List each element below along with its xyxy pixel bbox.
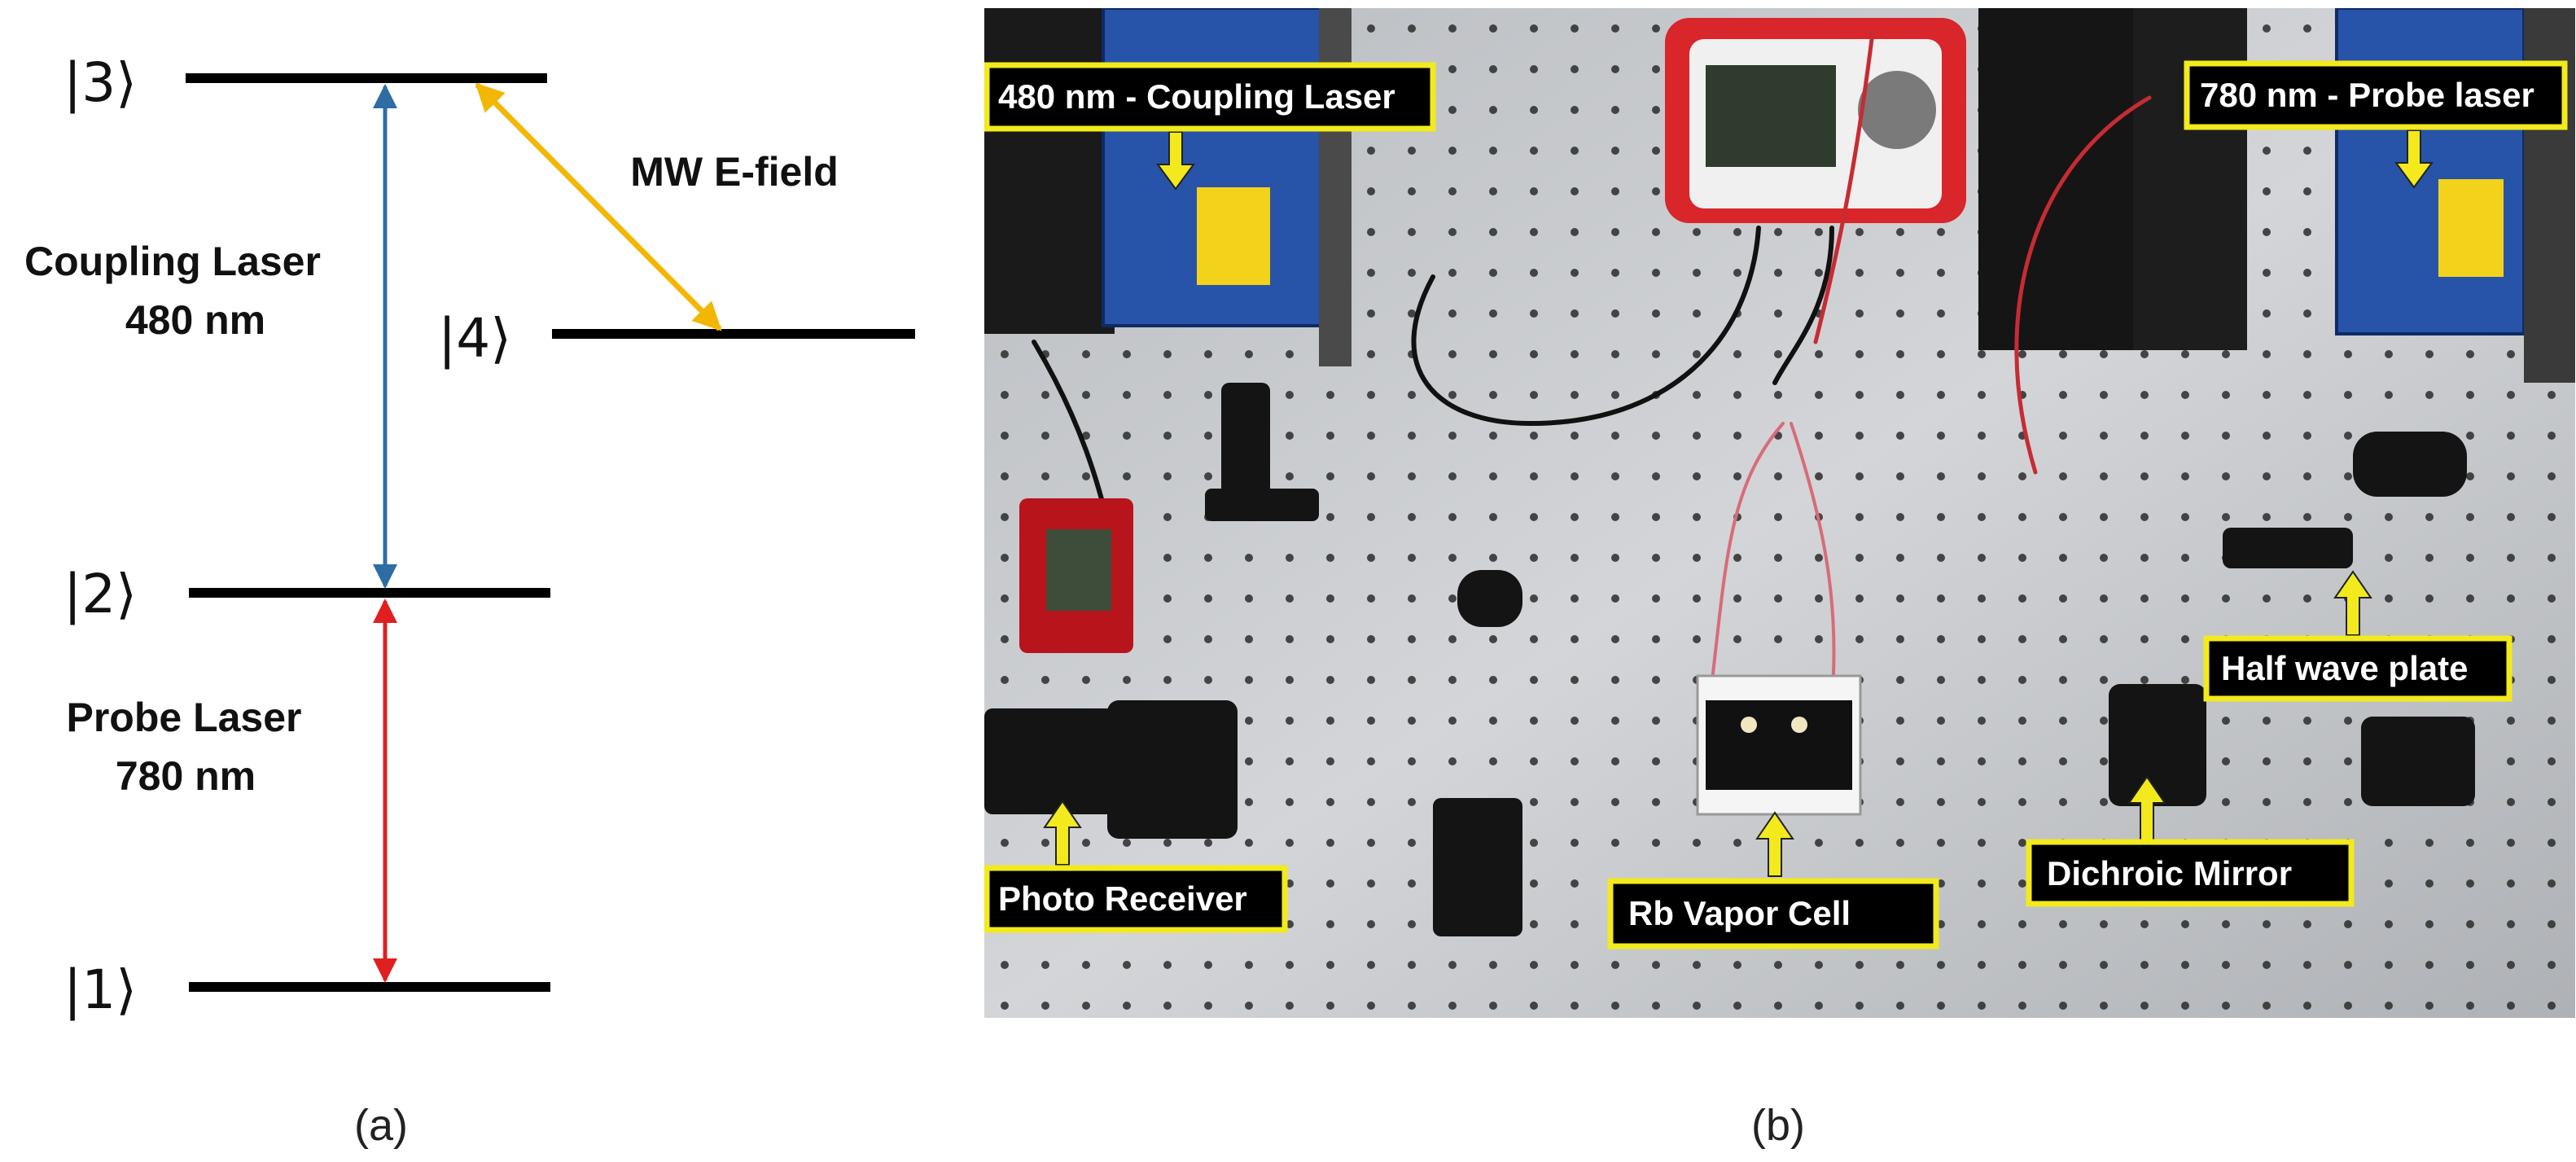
arrow-coupling-laser	[1156, 131, 1195, 191]
level-3-label: |3⟩	[64, 51, 137, 114]
callout-dichroic-mirror: Dichroic Mirror	[2026, 839, 2355, 907]
callout-probe-laser-text: 780 nm - Probe laser	[2200, 76, 2534, 114]
level-1-label: |1⟩	[64, 958, 137, 1021]
arrow-probe-laser	[2394, 129, 2434, 189]
callout-photo-receiver-text: Photo Receiver	[998, 879, 1247, 918]
callout-probe-laser: 780 nm - Probe laser	[2184, 60, 2568, 130]
arrow-dichroic-mirror	[2127, 775, 2166, 841]
arrow-vapor-cell	[1755, 811, 1794, 877]
caption-a: (a)	[354, 1101, 408, 1150]
callout-vapor-cell-text: Rb Vapor Cell	[1628, 894, 1851, 932]
mw-field-arrow	[475, 82, 722, 331]
coupling-laser-head	[984, 8, 1352, 366]
callout-half-wave-plate-text: Half wave plate	[2221, 649, 2468, 687]
coupling-wavelength-label: 480 nm	[125, 297, 265, 343]
callout-half-wave-plate: Half wave plate	[2203, 635, 2512, 702]
probe-wavelength-label: 780 nm	[116, 753, 256, 799]
callout-coupling-laser-text: 480 nm - Coupling Laser	[998, 77, 1395, 116]
arrow-half-wave-plate	[2333, 570, 2372, 636]
vapor-cell-assembly	[1696, 674, 1862, 816]
arrow-photo-receiver	[1043, 800, 1082, 866]
mw-field-label: MW E-field	[630, 149, 839, 195]
level-4-label: |4⟩	[438, 307, 511, 370]
callout-arrows	[1043, 129, 2434, 877]
lab-setup-photo: 480 nm - Coupling Laser 780 nm - Probe l…	[984, 8, 2575, 1150]
handheld-controller	[1665, 18, 1966, 223]
probe-laser-label: Probe Laser	[66, 695, 301, 740]
callout-dichroic-mirror-text: Dichroic Mirror	[2047, 854, 2292, 892]
coupling-laser-label: Coupling Laser	[24, 239, 321, 284]
level-2-label: |2⟩	[64, 563, 137, 625]
cables	[1032, 30, 2152, 702]
callout-vapor-cell: Rb Vapor Cell	[1607, 878, 1939, 949]
power-meter	[1019, 498, 1133, 653]
energy-level-diagram: |3⟩ |4⟩ |2⟩ |1⟩ Coupling Laser 480 nm Pr…	[24, 51, 915, 1150]
optical-mounts	[984, 383, 2475, 936]
callout-coupling-laser: 480 nm - Coupling Laser	[984, 62, 1436, 132]
callout-photo-receiver: Photo Receiver	[984, 865, 1288, 933]
caption-b: (b)	[1751, 1101, 1805, 1150]
